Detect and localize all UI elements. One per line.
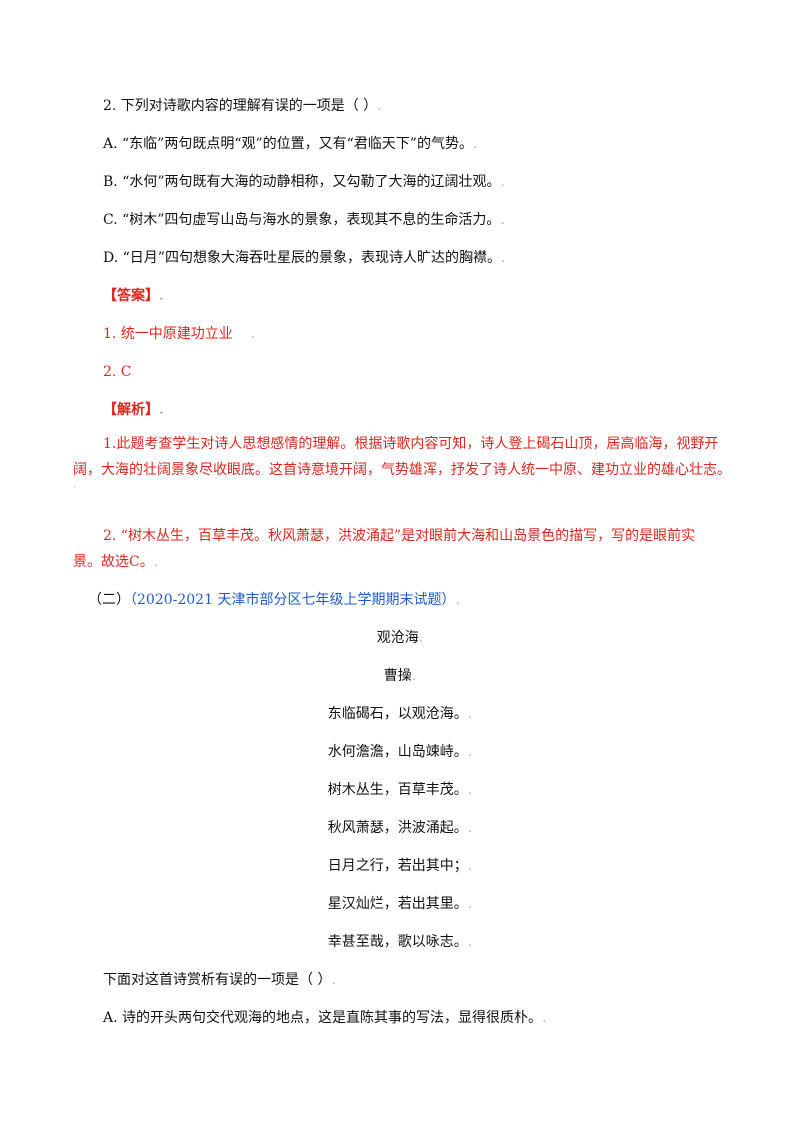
poem-line: 东临碣石，以观沧海。.: [327, 706, 473, 722]
analysis-p2-line1: 2. “树木丛生，百草丰茂。秋风萧瑟，洪波涌起”是对眼前大海和山岛景色的描写，写…: [103, 528, 696, 544]
analysis-p2-line2: 景。故选C。.: [73, 554, 159, 570]
analysis-p1-line1: 1.此题考查学生对诗人思想感情的理解。根据诗歌内容可知，诗人登上碣石山顶，居高临…: [103, 436, 719, 452]
option-c: C. “树木”四句虚写山岛与海水的景象，表现其不息的生命活力。.: [103, 212, 505, 228]
option-a-next: A. 诗的开头两句交代观海的地点，这是直陈其事的写法，显得很质朴。.: [103, 1010, 547, 1026]
question-stem-next: 下面对这首诗赏析有误的一项是（ ）.: [103, 972, 336, 988]
analysis-heading: 【解析】.: [103, 402, 164, 418]
option-d: D. “日月”四句想象大海吞吐星辰的景象，表现诗人旷达的胸襟。.: [103, 250, 506, 266]
option-b: B. “水何”两句既有大海的动静相称，又勾勒了大海的辽阔壮观。.: [103, 174, 505, 190]
question-stem: 2. 下列对诗歌内容的理解有误的一项是（ ）.: [103, 98, 382, 114]
answer-item-1: 1. 统一中原建功立业 .: [103, 326, 256, 342]
analysis-p1-line2: 阔，大海的壮阔景象尽收眼底。这首诗意境开阔，气势雄浑，抒发了诗人统一中原、建功立…: [73, 462, 731, 478]
poem-line: 星汉灿烂，若出其里。.: [327, 896, 473, 912]
poem-line: 水何澹澹，山岛竦峙。.: [327, 744, 473, 760]
poem-line: 幸甚至哉，歌以咏志。.: [327, 934, 473, 950]
poem-line: 秋风萧瑟，洪波涌起。.: [327, 820, 473, 836]
option-a: A. “东临”两句既点明“观”的位置，又有“君临天下”的气势。.: [103, 136, 478, 152]
answer-heading: 【答案】.: [103, 288, 164, 304]
poem-author: 曹操.: [383, 668, 417, 684]
poem-line: 日月之行，若出其中；.: [327, 858, 473, 874]
section-header: （二）（2020-2021 天津市部分区七年级上学期期末试题）.: [88, 592, 460, 608]
poem-line: 树木丛生，百草丰茂。.: [327, 782, 473, 798]
paragraph-mark: .: [73, 480, 77, 491]
poem-title: 观沧海.: [376, 630, 424, 646]
answer-item-2: 2. C: [103, 364, 132, 380]
source-note: （2020-2021 天津市部分区七年级上学期期末试题）: [130, 592, 456, 608]
